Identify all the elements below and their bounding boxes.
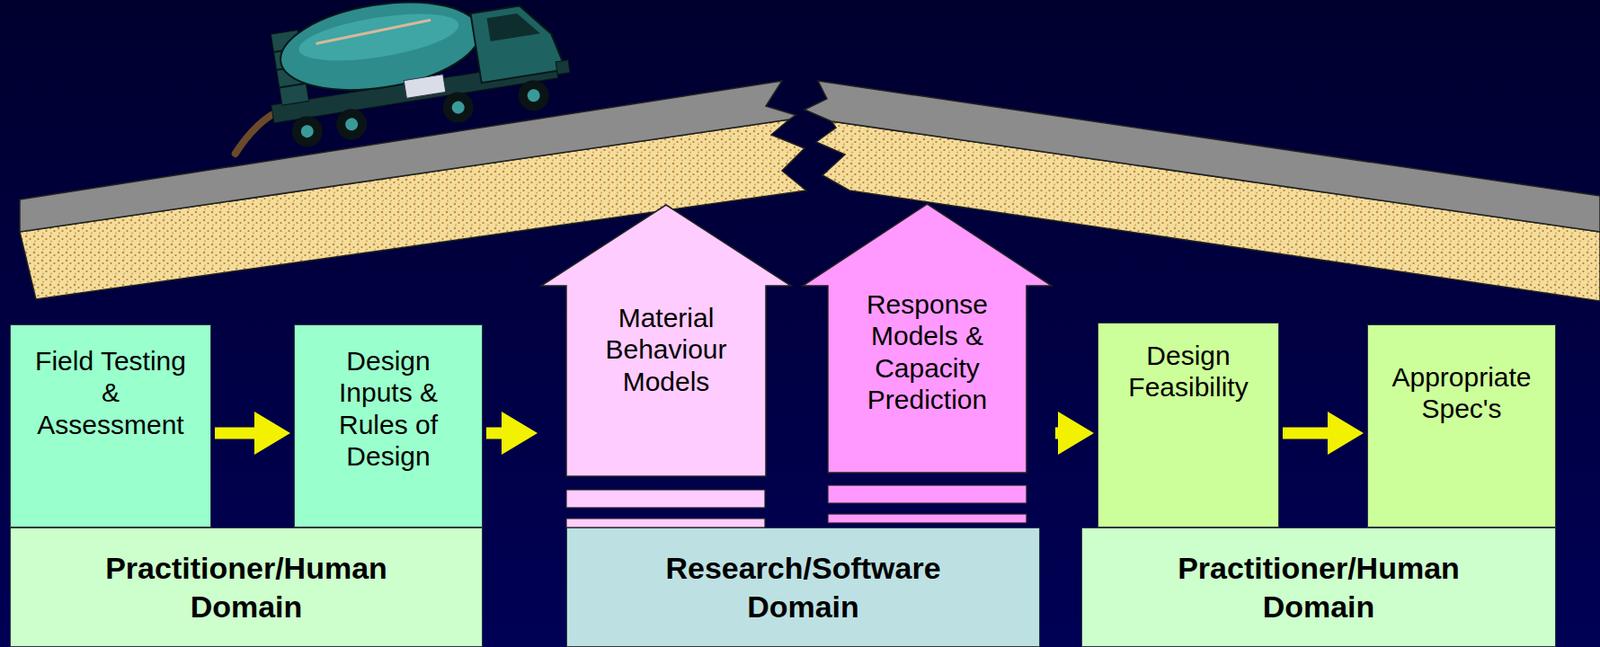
process-box: Design Feasibility [1097,322,1280,528]
drum [274,0,487,103]
cab-window [487,10,541,42]
node-label: Field Testing & Assessment [25,345,196,441]
node-label: Design Inputs & Rules of Design [320,345,456,473]
node-label: Material Behaviour Models [576,302,756,398]
arrow-outline [802,204,1052,473]
domain-band: Practitioner/Human Domain [1081,527,1556,647]
band-label: Practitioner/Human Domain [66,549,427,626]
arrow-outline [541,204,792,477]
mixer-truck [215,0,576,159]
node-label: Response Models & Capacity Prediction [837,288,1018,417]
drum-highlight [295,5,463,71]
up-arrow: Material Behaviour Models [541,204,792,477]
arrow-stripes [566,485,1027,528]
wheels [289,78,552,150]
process-box: Design Inputs & Rules of Design [293,324,483,528]
flow-arrow [1282,427,1328,440]
process-box: Field Testing & Assessment [9,324,212,528]
up-arrow: Response Models & Capacity Prediction [802,204,1052,473]
node-label: Appropriate Spec's [1376,361,1547,426]
tank [403,74,446,99]
flow-arrow [214,427,255,440]
flow-arrow [1055,427,1058,440]
process-box: Appropriate Spec's [1367,324,1556,528]
pavement-surface [19,80,796,232]
domain-band: Research/Software Domain [566,527,1040,647]
node-label: Design Feasibility [1107,339,1270,404]
cab [471,0,567,83]
band-label: Practitioner/Human Domain [1138,549,1499,626]
band-label: Research/Software Domain [623,549,984,626]
domain-band: Practitioner/Human Domain [9,527,483,647]
flow-arrow [486,427,502,440]
